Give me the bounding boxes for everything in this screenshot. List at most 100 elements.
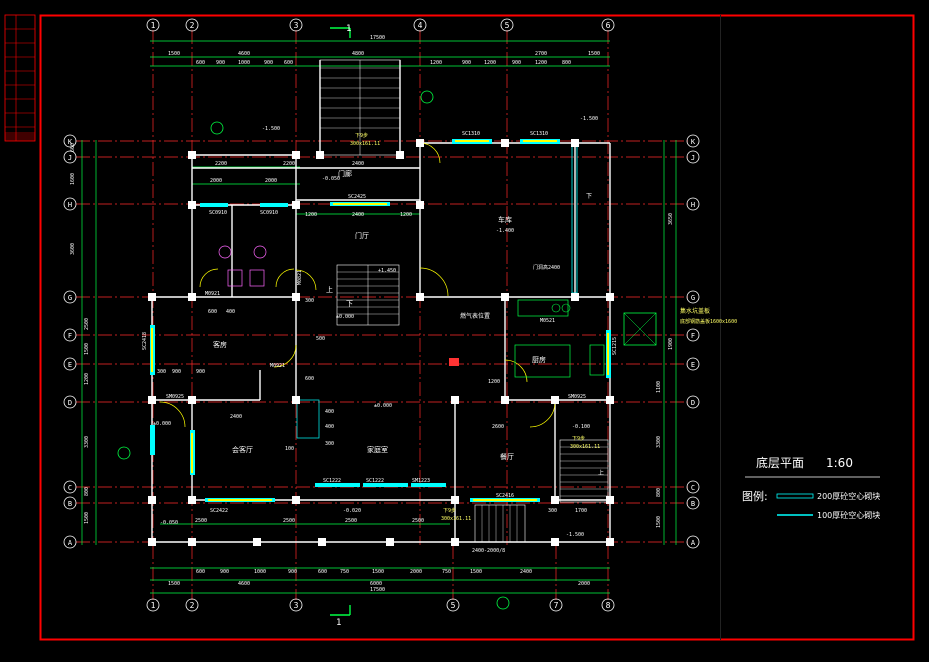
dim-label: 1500 xyxy=(168,581,180,587)
grid-label-top: 6 xyxy=(606,21,611,30)
opening-label: SC0910 xyxy=(260,210,278,216)
column xyxy=(416,293,424,301)
dim-label: 750 xyxy=(340,569,349,575)
column xyxy=(292,151,300,159)
grid-bubble-right: K xyxy=(686,134,700,148)
dim-label: 4800 xyxy=(352,51,364,57)
grid-label-row: G xyxy=(68,294,72,302)
dim-label: 900 xyxy=(462,60,471,66)
grid-bubble-left: F xyxy=(63,328,77,342)
drawing-scale: 1:60 xyxy=(826,456,853,470)
dim-label: 1200 xyxy=(484,60,496,66)
total-dim-top: 17500 xyxy=(370,35,385,41)
column xyxy=(606,396,614,404)
column xyxy=(188,151,196,159)
opening-label: SC2416 xyxy=(496,493,514,499)
grid-bubble-bottom: 8 xyxy=(601,598,615,612)
dim-label: 3600 xyxy=(70,243,76,255)
grid-bubble-bottom: 7 xyxy=(549,598,563,612)
dim-label: 300 xyxy=(305,298,314,304)
dim-label: 4600 xyxy=(238,51,250,57)
room-label: 门厅 xyxy=(355,231,369,240)
grid-label-row: K xyxy=(68,138,73,146)
column xyxy=(253,538,261,546)
dim-label: 2500 xyxy=(345,518,357,524)
column xyxy=(148,538,156,546)
legend: 底层平面 1:60 图例: 200厚砼空心砌块 100厚砼空心砌块 xyxy=(742,455,880,520)
grid-label-row: K xyxy=(691,138,696,146)
column xyxy=(292,496,300,504)
column xyxy=(416,201,424,209)
dim-label: 2000 xyxy=(265,178,277,184)
note: 300x161.11 xyxy=(441,516,471,522)
dim-label: 900 xyxy=(288,569,297,575)
section-mark-top: 1 xyxy=(346,24,351,34)
dim-label: 2000 xyxy=(210,178,222,184)
dim-label: 500 xyxy=(316,336,325,342)
grid-bubble-right: F xyxy=(686,328,700,342)
dim-label: 1200 xyxy=(84,373,90,385)
column xyxy=(606,496,614,504)
grid-label-top: 5 xyxy=(505,21,510,30)
dim-label: 1100 xyxy=(656,381,662,393)
dim-label: 900 xyxy=(512,60,521,66)
level-label: -0.050 xyxy=(160,520,178,526)
opening-label: SM0925 xyxy=(568,394,586,400)
grid-label-row: J xyxy=(691,154,695,162)
grid-label-bottom: 1 xyxy=(151,601,156,610)
dim-label: 300 xyxy=(548,508,557,514)
opening-label: SM0925 xyxy=(166,394,184,400)
dim-label: 1500 xyxy=(470,569,482,575)
legend-label: 图例: xyxy=(742,489,768,503)
dim-label: 3650 xyxy=(668,213,674,225)
grid-bubble-left: J xyxy=(63,150,77,164)
level-label: -0.050 xyxy=(322,176,340,182)
column xyxy=(606,538,614,546)
opening-label: M0821 xyxy=(297,270,303,285)
level-label: -1.500 xyxy=(580,116,598,122)
column xyxy=(292,201,300,209)
grid-bubble-right: G xyxy=(686,290,700,304)
dim-label: 800 xyxy=(562,60,571,66)
dim-label: 800 xyxy=(656,488,662,497)
legend-item-200: 200厚砼空心砌块 xyxy=(817,491,880,501)
column xyxy=(188,396,196,404)
dim-label: 2500 xyxy=(283,518,295,524)
dim-label: 3300 xyxy=(656,436,662,448)
grid-bubble-left: D xyxy=(63,395,77,409)
dim-label: 900 xyxy=(264,60,273,66)
grid-label-row: C xyxy=(691,484,695,492)
dim-label: 3300 xyxy=(84,436,90,448)
dim-label: 2400-2000/8 xyxy=(472,548,505,554)
dim-label: 1200 xyxy=(305,212,317,218)
dim-label: 1500 xyxy=(168,51,180,57)
opening-label: SC2422 xyxy=(210,508,228,514)
grid-label-row: E xyxy=(691,361,695,369)
dim-label: 1500 xyxy=(588,51,600,57)
note: 300x161.11 xyxy=(570,444,600,450)
grid-label-top: 3 xyxy=(294,21,299,30)
room-label: 燃气表位置 xyxy=(460,312,490,320)
grid-bubble-bottom: 1 xyxy=(146,598,160,612)
dim-label: 1500 xyxy=(372,569,384,575)
grid-label-row: A xyxy=(68,539,73,547)
opening-label: SC1215 xyxy=(612,337,618,355)
note: 上 xyxy=(326,285,333,294)
opening-label: SC0910 xyxy=(209,210,227,216)
grid-bubble-top: 1 xyxy=(146,18,160,32)
grid-bubble-top: 3 xyxy=(289,18,303,32)
level-label: -1.500 xyxy=(566,532,584,538)
dim-label: 600 xyxy=(318,569,327,575)
grid-label-row: H xyxy=(68,201,72,209)
fixtures xyxy=(218,245,657,439)
level-label: ±0.000 xyxy=(374,403,392,409)
column xyxy=(451,538,459,546)
opening-label: SC1310 xyxy=(462,131,480,137)
opening-label: SM1223 xyxy=(412,478,430,484)
grid-bubble-right: J xyxy=(686,150,700,164)
drawing-title: 底层平面 xyxy=(756,455,804,470)
opening-label: SC2425 xyxy=(348,194,366,200)
grid-label-bottom: 7 xyxy=(554,601,559,610)
dim-label: 1200 xyxy=(535,60,547,66)
